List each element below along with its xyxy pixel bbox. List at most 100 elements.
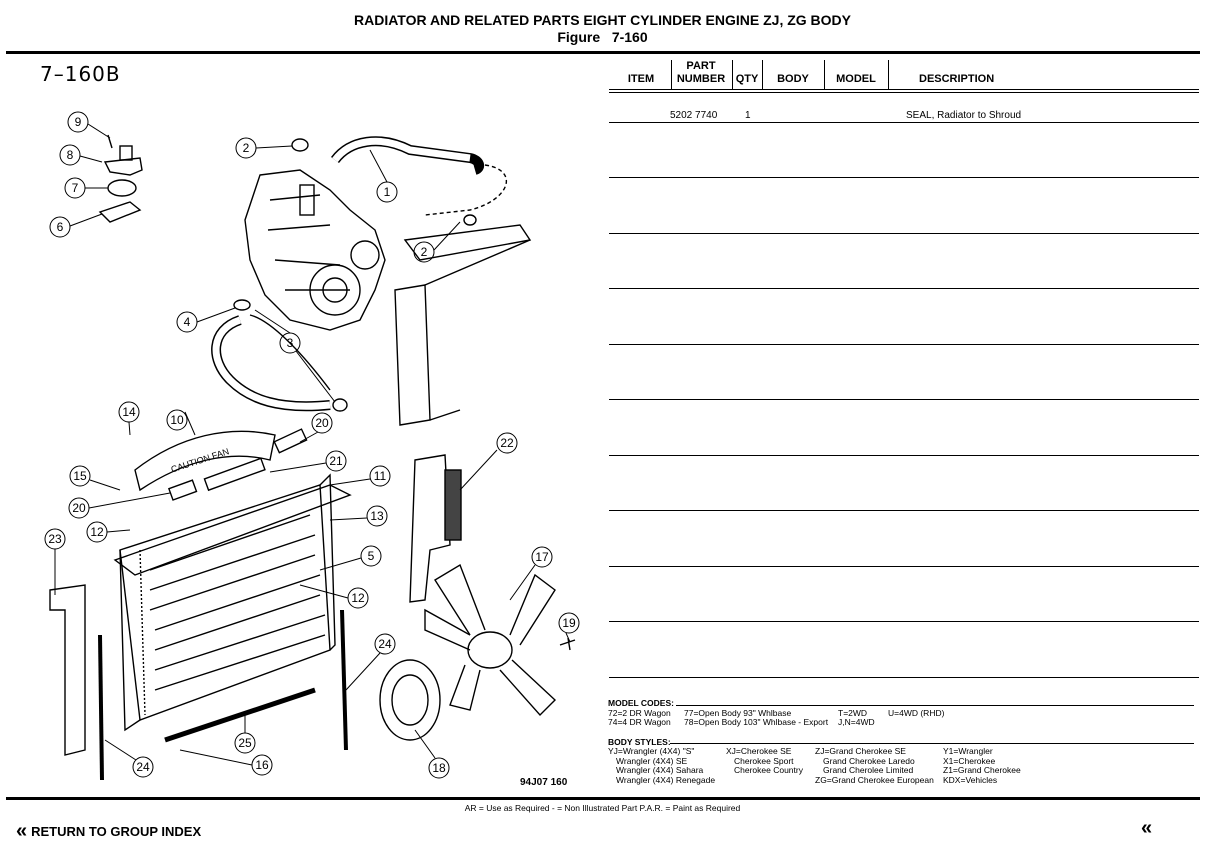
thermostat-housing [103, 157, 143, 176]
callout-6: 6 [49, 216, 71, 238]
callout-4: 4 [176, 311, 198, 333]
row-rule [609, 122, 1199, 123]
header-rule [609, 92, 1199, 93]
callout-12b: 12 [347, 587, 369, 609]
svg-text:10: 10 [170, 413, 184, 427]
row-rule [609, 399, 1199, 400]
body-style: KDX=Vehicles [943, 775, 998, 785]
model-code: 77=Open Body 93" Whlbase [684, 708, 792, 718]
row-rule [609, 233, 1199, 234]
thermostat-gasket [98, 201, 142, 223]
lower-hose [211, 315, 331, 412]
body-style: YJ=Wrangler (4X4) "S" [608, 746, 695, 756]
callout-14: 14 [118, 401, 140, 423]
svg-text:19: 19 [562, 616, 576, 630]
callout-25: 25 [234, 732, 256, 754]
body-style: ZJ=Grand Cherokee SE [815, 746, 906, 756]
body-style: XJ=Cherokee SE [726, 746, 792, 756]
svg-text:16: 16 [255, 758, 269, 772]
fan-shroud-label [134, 430, 276, 492]
callout-23: 23 [44, 528, 66, 550]
col-divider [671, 60, 672, 90]
callout-5: 5 [360, 545, 382, 567]
header-body: BODY [777, 73, 809, 85]
callout-18: 18 [428, 757, 450, 779]
callout-24b: 24 [132, 756, 154, 778]
svg-text:24: 24 [136, 760, 150, 774]
svg-text:14: 14 [122, 405, 136, 419]
row-rule [609, 677, 1199, 678]
header-qty: QTY [735, 73, 759, 85]
callout-17: 17 [531, 546, 553, 568]
row-rule [609, 566, 1199, 567]
cell-qty: 1 [745, 110, 751, 121]
top-rule [6, 51, 1200, 54]
cell-part-number: 5202 7740 [670, 110, 718, 121]
body-style: Wrangler (4X4) SE [616, 756, 688, 766]
figure-number: Figure 7-160 [0, 29, 1205, 45]
model-code: T=2WD [838, 708, 868, 718]
svg-text:1: 1 [384, 185, 391, 199]
upper-bracket [113, 484, 352, 576]
svg-text:13: 13 [370, 509, 384, 523]
double-chevron-left-icon: « [16, 820, 27, 842]
body-style: Y1=Wrangler [943, 746, 993, 756]
col-divider [732, 60, 733, 90]
callout-20b: 20 [68, 497, 90, 519]
callout-13: 13 [366, 505, 388, 527]
callouts: 9 8 7 6 2 1 2 4 3 14 10 20 21 11 15 20 1… [44, 111, 580, 779]
body-style: Cherokee Country [734, 765, 803, 775]
col-divider [824, 60, 825, 90]
legend-rule [670, 743, 1194, 744]
svg-text:18: 18 [432, 761, 446, 775]
svg-text:7: 7 [72, 181, 79, 195]
callout-21: 21 [325, 450, 347, 472]
body-style: X1=Cherokee [943, 756, 996, 766]
header-item: ITEM [627, 73, 655, 85]
header-description: DESCRIPTION [919, 73, 995, 85]
cell-description: SEAL, Radiator to Shroud [906, 110, 1022, 121]
svg-text:9: 9 [75, 115, 82, 129]
body-style: Wrangler (4X4) Sahara [616, 765, 704, 775]
back-chevron-button[interactable]: « [1141, 817, 1152, 839]
return-to-group-index-link[interactable]: « RETURN TO GROUP INDEX [16, 820, 201, 843]
callout-1: 1 [376, 181, 398, 203]
model-code: 78=Open Body 103" Whlbase - Export [684, 717, 829, 727]
figure-prefix: Figure [557, 29, 601, 45]
callout-2b: 2 [413, 241, 435, 263]
model-code: U=4WD (RHD) [888, 708, 945, 718]
svg-text:5: 5 [368, 549, 375, 563]
svg-text:20: 20 [72, 501, 86, 515]
legend-rule [676, 705, 1194, 706]
callout-9: 9 [67, 111, 89, 133]
body-style: Grand Cherolee Limited [823, 765, 914, 775]
svg-text:3: 3 [287, 336, 294, 350]
svg-text:6: 6 [57, 220, 64, 234]
cooling-fan [424, 563, 557, 717]
svg-text:20: 20 [315, 416, 329, 430]
drawing-code: 94J07 160 [520, 777, 568, 788]
model-code: 74=4 DR Wagon [608, 717, 671, 727]
model-code: 72=2 DR Wagon [608, 708, 671, 718]
row-rule [609, 510, 1199, 511]
radiator-side [394, 284, 431, 426]
svg-text:23: 23 [48, 532, 62, 546]
callout-8: 8 [59, 144, 81, 166]
caution-fan-text: CAUTION FAN [170, 446, 231, 474]
svg-text:15: 15 [73, 469, 87, 483]
return-link-label: RETURN TO GROUP INDEX [31, 824, 202, 839]
col-divider [888, 60, 889, 90]
figure-label: 7–160B [40, 62, 121, 86]
body-style: Wrangler (4X4) Renegade [616, 775, 716, 785]
svg-text:21: 21 [329, 454, 343, 468]
engine-block [244, 169, 386, 331]
callout-15: 15 [69, 465, 91, 487]
col-divider [762, 60, 763, 90]
page-title: RADIATOR AND RELATED PARTS EIGHT CYLINDE… [353, 12, 852, 28]
svg-text:11: 11 [374, 469, 387, 483]
header-model: MODEL [836, 73, 876, 85]
header-rule [609, 89, 1199, 90]
svg-text:12: 12 [351, 591, 365, 605]
model-code: J,N=4WD [838, 717, 875, 727]
footer-note: AR = Use as Required - = Non Illustrated… [464, 803, 741, 813]
